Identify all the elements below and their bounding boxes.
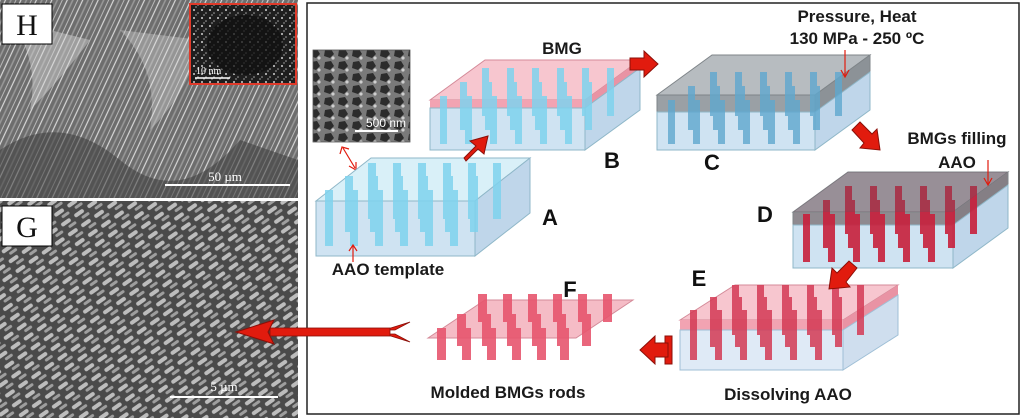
arrow-a-to-b [463, 135, 489, 162]
panel-g-letter: G [16, 211, 38, 244]
step-e-letter: E [692, 266, 707, 291]
aao-template-label: AAO template [332, 260, 444, 279]
process-arrows [463, 49, 881, 366]
step-d-letter: D [757, 202, 773, 227]
step-a-block [314, 156, 532, 258]
molded-rods-label: Molded BMGs rods [431, 383, 586, 402]
filling-label-line1: BMGs filling [907, 129, 1006, 148]
step-b-block [428, 59, 642, 151]
arrow-c-to-d [851, 121, 881, 151]
panel-g-letter-box [1, 205, 53, 247]
arrow-d-to-e [828, 260, 858, 290]
step-d-block [791, 171, 1010, 269]
panel-h: H 10 nm 50 µm [0, 0, 298, 198]
step-f-block [426, 294, 635, 360]
arrow-b-to-c [629, 49, 659, 79]
arrow-e-to-f-head [639, 334, 669, 366]
step-b-letter: B [604, 148, 620, 173]
arrow-f-to-g [234, 319, 411, 345]
pressure-label-line1: Pressure, Heat [797, 7, 916, 26]
pressure-label-line2: 130 MPa - 250 ºC [790, 29, 925, 48]
step-a-letter: A [542, 205, 558, 230]
step-c-letter: C [704, 150, 720, 175]
step-e-block [678, 284, 900, 371]
panel-h-scale-text: 50 µm [208, 169, 242, 184]
filling-label-line2: AAO [938, 153, 976, 172]
panel-h-letter-box [1, 3, 53, 45]
aao-sem-inset: 500 nm [312, 49, 411, 143]
aao-inset-scale-text: 500 nm [366, 116, 406, 130]
bmg-label: BMG [542, 39, 582, 58]
panel-h-letter: H [16, 9, 38, 42]
step-c-block [655, 54, 872, 151]
panel-g: G 5 µm [0, 201, 298, 418]
panel-h-inset-scale-text: 10 nm [196, 66, 222, 77]
step-f-letter: F [563, 277, 576, 302]
panel-g-scale-text: 5 µm [210, 379, 237, 394]
dissolving-label: Dissolving AAO [724, 385, 852, 404]
